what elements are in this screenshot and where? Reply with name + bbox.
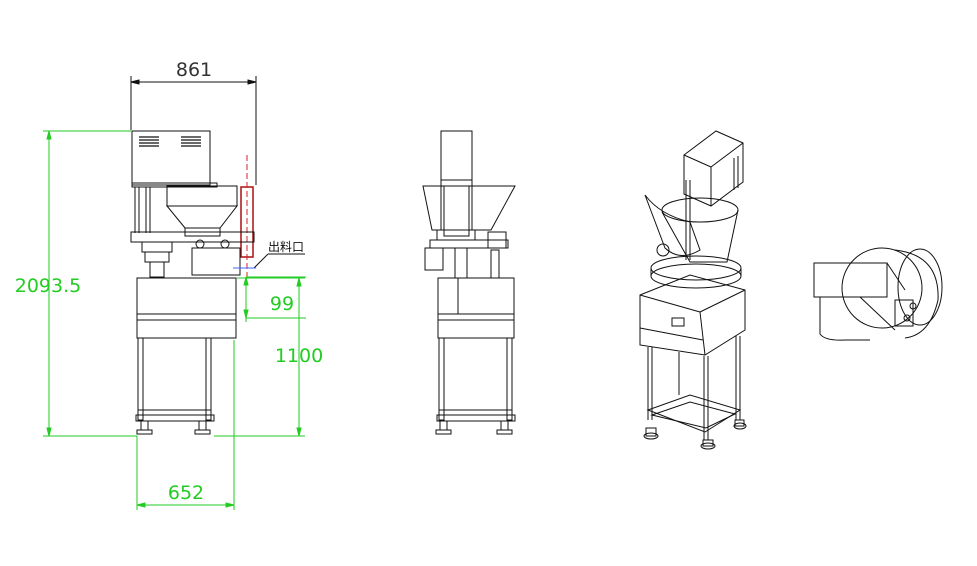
dim-width-top [130, 76, 257, 185]
front-hopper-top [166, 185, 238, 207]
dim-height-total [43, 130, 137, 437]
dim-table-height [214, 277, 305, 437]
top-control-box [813, 262, 888, 298]
dim-base-width [136, 340, 235, 510]
dim-base-width-label: 652 [168, 482, 204, 504]
iso-chute [644, 194, 701, 256]
front-outlet-block [191, 247, 241, 276]
outlet-leader [233, 253, 305, 269]
dim-table-height-label: 1100 [275, 345, 323, 367]
front-view [130, 130, 255, 435]
top-view [813, 247, 943, 341]
outlet-label: 出料口 [268, 240, 304, 254]
iso-cabinet [639, 274, 746, 356]
front-cabinet [136, 277, 237, 315]
front-hopper [165, 205, 239, 229]
isometric-view [639, 130, 747, 450]
side-hopper-left [422, 185, 442, 231]
dim-outlet-offset [243, 276, 306, 322]
dim-width-top-label: 861 [176, 59, 212, 81]
front-control-box [131, 130, 211, 186]
side-hopper-right [471, 185, 516, 231]
top-hopper-circle [841, 247, 923, 329]
dim-outlet-offset-label: 99 [270, 293, 294, 315]
side-cabinet [437, 277, 515, 315]
dim-height-total-label: 2093.5 [15, 275, 81, 297]
side-view [422, 130, 516, 435]
iso-control-box [683, 130, 744, 207]
front-vent-slots [139, 136, 201, 147]
side-control-box [440, 130, 473, 187]
